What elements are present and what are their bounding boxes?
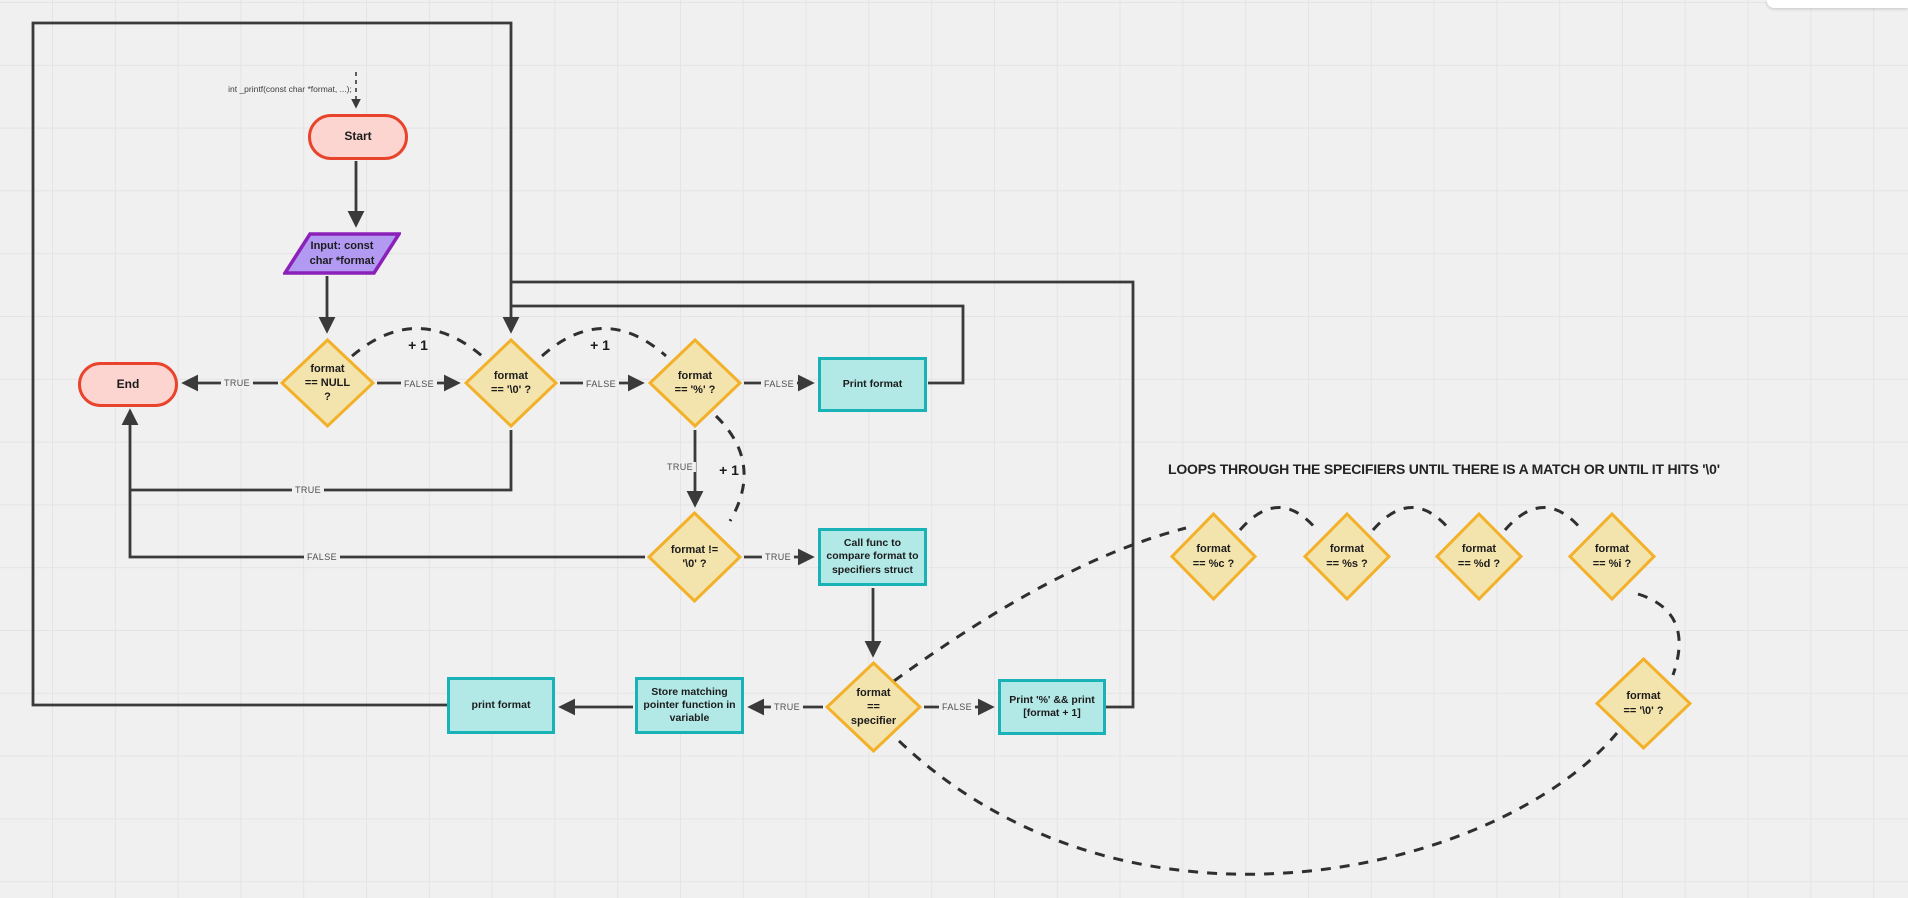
start-label: Start <box>344 129 372 144</box>
edge-loop-return-sweep <box>896 732 1619 876</box>
decision-format-nul-2[interactable]: format == '\0' ? <box>1595 657 1692 750</box>
input-node[interactable]: Input: const char *format <box>283 232 401 275</box>
diamond-shape <box>1595 657 1692 750</box>
input-label: Input: const char *format <box>309 240 375 267</box>
edge-label-false: FALSE <box>582 379 620 389</box>
function-signature-label: int _printf(const char *format, ...); <box>228 84 352 94</box>
decision-spec-i[interactable]: format == %i ? <box>1568 512 1656 601</box>
edge-plus1-arc-2 <box>541 327 667 358</box>
process-label: Print '%' && print [format + 1] <box>1009 693 1095 719</box>
decision-spec-d[interactable]: format == %d ? <box>1435 512 1523 601</box>
decision-spec-c[interactable]: format == %c ? <box>1170 512 1257 601</box>
decision-label: format == %c ? <box>1192 543 1235 570</box>
decision-label: format == '\0' ? <box>490 369 532 396</box>
decision-format-specifier[interactable]: format == specifier <box>825 661 922 753</box>
decision-format-not-nul[interactable]: format != '\0' ? <box>647 511 742 603</box>
plus-one-label: + 1 <box>719 462 739 478</box>
edge-label-true: TRUE <box>220 378 254 388</box>
edge-checknotnul-end <box>128 491 645 559</box>
edge-label-false: FALSE <box>303 552 341 562</box>
process-label: Store matching pointer function in varia… <box>643 685 736 725</box>
decision-label: format == specifier <box>850 686 897 728</box>
diamond-shape <box>825 661 922 753</box>
diamond-shape <box>648 338 742 428</box>
decision-spec-s[interactable]: format == %s ? <box>1303 512 1391 601</box>
parallelogram-shape <box>283 232 401 275</box>
edge-loop-c-to-s <box>1238 506 1319 531</box>
diamond-shape <box>464 338 558 428</box>
process-label: Call func to compare format to specifier… <box>826 537 919 576</box>
edge-label-true: TRUE <box>761 552 795 562</box>
decision-label: format == %s ? <box>1326 543 1368 570</box>
decision-label: format == NULL ? <box>304 362 351 404</box>
diamond-shape <box>1303 512 1391 601</box>
decision-label: format == '\0' ? <box>1623 690 1664 717</box>
edge-label-true: TRUE <box>663 462 697 472</box>
edge-loop-specifier-to-c <box>893 526 1187 683</box>
diamond-shape <box>647 511 742 603</box>
diamond-shape <box>1568 512 1656 601</box>
process-print-format-2[interactable]: print format <box>447 677 555 734</box>
process-print-format[interactable]: Print format <box>818 357 927 412</box>
end-node[interactable]: End <box>78 362 178 407</box>
decision-label: format == %d ? <box>1457 543 1501 570</box>
decision-format-null[interactable]: format == NULL ? <box>280 338 375 428</box>
diamond-shape <box>280 338 375 428</box>
decision-label: format == '%' ? <box>674 369 716 396</box>
process-store-pointer[interactable]: Store matching pointer function in varia… <box>635 677 744 734</box>
start-node[interactable]: Start <box>308 114 408 160</box>
edge-printformat2-loop-checknul <box>31 21 520 707</box>
edge-loop-d-to-i <box>1503 506 1584 531</box>
process-print-percent[interactable]: Print '%' && print [format + 1] <box>998 679 1106 735</box>
end-label: End <box>116 376 140 391</box>
process-label: Print format <box>842 377 903 390</box>
specifier-loop-note: LOOPS THROUGH THE SPECIFIERS UNTIL THERE… <box>1168 461 1720 477</box>
decision-label: format != '\0' ? <box>670 543 719 570</box>
edge-label-false: FALSE <box>400 379 438 389</box>
process-label: print format <box>471 698 531 711</box>
edge-label-false: FALSE <box>760 379 798 389</box>
diamond-shape <box>1435 512 1523 601</box>
decision-label: format == %i ? <box>1592 543 1632 570</box>
decision-format-percent[interactable]: format == '%' ? <box>648 338 742 428</box>
process-call-func[interactable]: Call func to compare format to specifier… <box>818 528 927 586</box>
diamond-shape <box>1170 512 1257 601</box>
edge-label-true: TRUE <box>770 702 804 712</box>
plus-one-label: + 1 <box>590 337 610 353</box>
edge-label-false: FALSE <box>938 702 976 712</box>
plus-one-label: + 1 <box>408 337 428 353</box>
toolbar-edge-panel <box>1767 0 1908 8</box>
edge-printpercent-return <box>512 280 1135 709</box>
edge-loop-s-to-d <box>1371 506 1452 531</box>
edge-plus1-arc-3 <box>714 414 746 522</box>
edge-printformat-return <box>512 304 965 385</box>
edge-label-true: TRUE <box>291 485 325 495</box>
decision-format-nul[interactable]: format == '\0' ? <box>464 338 558 428</box>
